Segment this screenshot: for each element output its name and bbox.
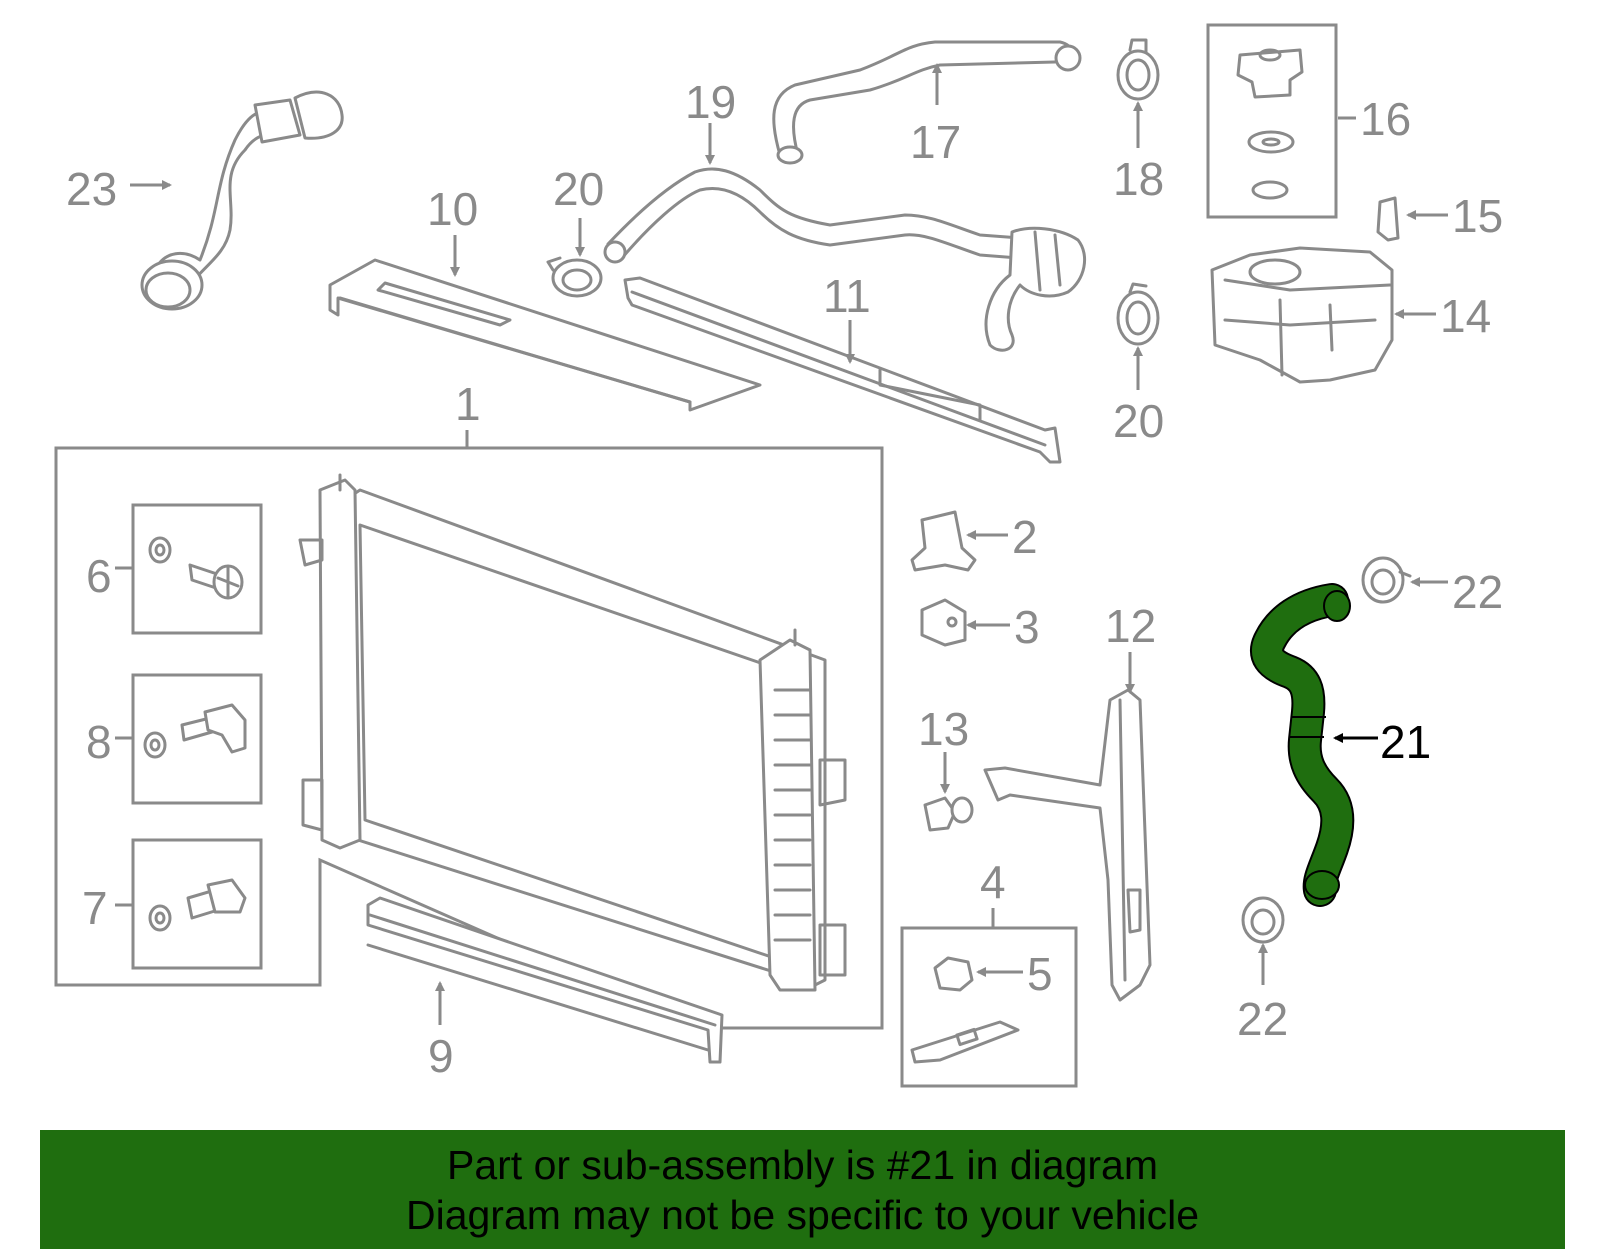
callout-1: 1 — [455, 378, 481, 430]
part-9-baffle[interactable] — [366, 896, 724, 1064]
callout-8: 8 — [86, 716, 112, 768]
part-22-clamp-upper[interactable] — [1361, 556, 1412, 604]
callout-21: 21 — [1380, 716, 1431, 768]
callout-10: 10 — [427, 183, 478, 235]
callout-22b: 22 — [1237, 993, 1288, 1045]
info-banner: Part or sub-assembly is #21 in diagram D… — [40, 1130, 1565, 1249]
callout-13: 13 — [918, 703, 969, 755]
part-13-pushpin[interactable] — [923, 796, 974, 832]
callout-17: 17 — [910, 116, 961, 168]
callout-15: 15 — [1452, 190, 1503, 242]
callout-6: 6 — [86, 550, 112, 602]
part-20-clamp-lower[interactable] — [1116, 282, 1160, 346]
callout-22a: 22 — [1452, 566, 1503, 618]
callout-2: 2 — [1012, 511, 1038, 563]
callout-3: 3 — [1014, 601, 1040, 653]
part-7-fitting-kit[interactable] — [131, 838, 263, 970]
callout-4: 4 — [980, 856, 1006, 908]
callout-18: 18 — [1113, 153, 1164, 205]
part-11-baffle[interactable] — [623, 276, 1062, 464]
part-18-clamp[interactable] — [1116, 38, 1160, 101]
callout-14: 14 — [1440, 290, 1491, 342]
part-3-insulator[interactable] — [920, 598, 967, 647]
callout-20b: 20 — [1113, 395, 1164, 447]
part-19-hose[interactable] — [603, 167, 1087, 352]
part-22-clamp-lower[interactable] — [1241, 896, 1285, 944]
banner-line-disclaimer: Diagram may not be specific to your vehi… — [405, 1192, 1199, 1238]
part-12-bracket[interactable] — [983, 688, 1152, 1002]
part-2-bracket[interactable] — [910, 510, 977, 572]
part-21-hose-highlighted[interactable] — [1250, 583, 1355, 907]
part-6-bolt-kit[interactable] — [131, 503, 263, 635]
part-4-mount-kit[interactable] — [900, 926, 1078, 1088]
part-17-hose[interactable] — [772, 40, 1082, 165]
callout-12: 12 — [1105, 600, 1156, 652]
part-16-cap-kit[interactable] — [1206, 23, 1338, 219]
callout-16: 16 — [1360, 93, 1411, 145]
callout-9: 9 — [428, 1030, 454, 1082]
callout-11: 11 — [823, 270, 871, 322]
part-20-clamp-upper[interactable] — [546, 256, 603, 298]
banner-line-part: Part or sub-assembly is #21 in diagram — [447, 1142, 1158, 1188]
callout-20a: 20 — [553, 163, 604, 215]
part-15-clip[interactable] — [1376, 196, 1400, 242]
callout-23: 23 — [66, 163, 117, 215]
part-23-hose[interactable] — [140, 90, 344, 311]
callout-5: 5 — [1027, 948, 1053, 1000]
part-10-baffle[interactable] — [328, 258, 762, 412]
part-8-fitting-kit[interactable] — [131, 673, 263, 805]
part-1-radiator-assembly[interactable] — [54, 446, 884, 1030]
part-14-reservoir[interactable] — [1210, 246, 1394, 384]
callout-7: 7 — [82, 882, 108, 934]
callout-19: 19 — [685, 76, 736, 128]
